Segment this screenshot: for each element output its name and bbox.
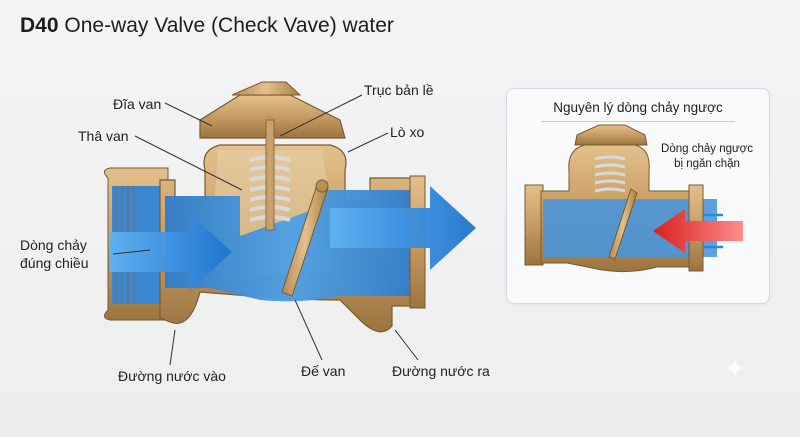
inset-divider — [541, 121, 735, 122]
label-dong-chay-line2: đúng chiều — [20, 255, 89, 271]
label-dong-chay: Dòng chảy đúng chiều — [20, 236, 89, 272]
inset-diagram — [524, 124, 743, 273]
label-dia-van: Đĩa van — [113, 96, 162, 112]
label-lo-xo: Lò xo — [390, 124, 425, 140]
label-duong-nuoc-ra: Đường nước ra — [392, 363, 490, 379]
flow-arrow-in — [110, 214, 232, 290]
title-bold: D40 — [20, 14, 59, 37]
reverse-flow-inset: Nguyên lý dòng chảy ngược — [506, 88, 770, 304]
label-dong-chay-line1: Dòng chảy — [20, 237, 87, 253]
page-title: D40 One-way Valve (Check Vave) water — [20, 14, 394, 38]
label-truc-ban-le: Trục bản lề — [364, 82, 434, 98]
inset-note-line2: bị ngăn chặn — [674, 158, 740, 170]
label-tha-van: Thâ van — [78, 128, 129, 144]
bonnet-cap — [199, 81, 346, 139]
label-duong-nuoc-vao: Đường nước vào — [118, 368, 226, 384]
flow-arrow-out — [330, 186, 476, 270]
hinge-pin — [315, 179, 329, 193]
valve-stem — [265, 119, 275, 231]
title-text: One-way Valve (Check Vave) water — [64, 14, 394, 37]
inset-note: Dòng chảy ngược bị ngăn chặn — [652, 142, 762, 172]
sparkle-icon — [725, 358, 745, 378]
leader-lines — [112, 94, 419, 366]
label-de-van: Đế van — [301, 363, 346, 379]
inset-note-line1: Dòng chảy ngược — [661, 143, 753, 155]
inset-title: Nguyên lý dòng chảy ngược — [553, 100, 723, 115]
